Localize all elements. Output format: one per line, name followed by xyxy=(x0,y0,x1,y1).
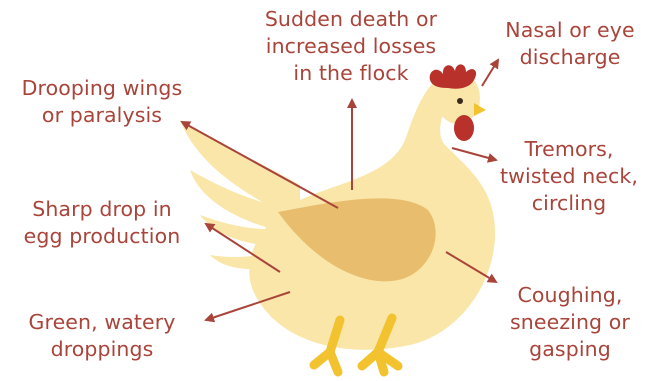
label-line: Tremors, xyxy=(488,136,650,163)
label-line: increased losses xyxy=(246,33,456,60)
label-nasal-discharge: Nasal or eye discharge xyxy=(490,17,650,71)
label-line: in the flock xyxy=(246,60,456,87)
label-line: sneezing or xyxy=(490,309,650,336)
label-line: gasping xyxy=(490,336,650,363)
chicken-beak xyxy=(474,103,486,116)
label-line: Sudden death or xyxy=(246,6,456,33)
label-line: discharge xyxy=(490,44,650,71)
label-sudden-death: Sudden death or increased losses in the … xyxy=(246,6,456,87)
chicken-wattle xyxy=(454,115,474,141)
label-line: Nasal or eye xyxy=(490,17,650,44)
label-line: twisted neck, xyxy=(488,163,650,190)
label-drooping-wings: Drooping wings or paralysis xyxy=(2,75,202,129)
label-line: or paralysis xyxy=(2,102,202,129)
label-line: droppings xyxy=(2,336,202,363)
label-tremors: Tremors, twisted neck, circling xyxy=(488,136,650,217)
label-line: egg production xyxy=(2,223,202,250)
label-egg-drop: Sharp drop in egg production xyxy=(2,196,202,250)
label-coughing: Coughing, sneezing or gasping xyxy=(490,282,650,363)
label-droppings: Green, watery droppings xyxy=(2,309,202,363)
label-line: Coughing, xyxy=(490,282,650,309)
chicken-eye xyxy=(457,98,463,104)
label-line: Green, watery xyxy=(2,309,202,336)
label-line: Sharp drop in xyxy=(2,196,202,223)
label-line: Drooping wings xyxy=(2,75,202,102)
label-line: circling xyxy=(488,190,650,217)
